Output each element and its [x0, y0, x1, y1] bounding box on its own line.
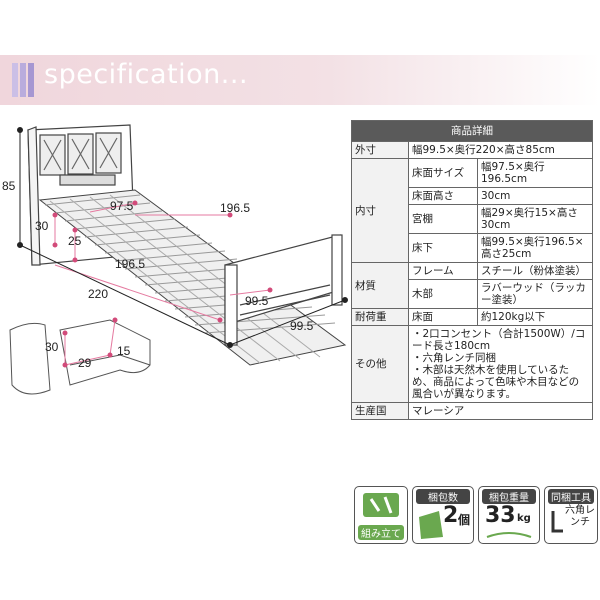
tools-value: 六角レンチ — [565, 505, 595, 528]
shelf-29-label: 29 — [78, 356, 92, 370]
note-line: ・2口コンセント（合計1500W）/コード長さ180cm — [412, 328, 586, 352]
note-line: ・六角レンチ同梱 — [412, 352, 496, 364]
dim-99-5-total-label: 99.5 — [290, 319, 314, 333]
bed-diagram: 85 97.5 196.5 30 25 196.5 99.5 220 99.5 … — [0, 115, 350, 415]
dim-220-label: 220 — [88, 287, 108, 301]
shelf-dim-lines — [64, 319, 116, 366]
row-value: ラバーウッド（ラッカー塗装） — [477, 279, 593, 309]
packages-count: 2 — [443, 503, 459, 528]
footboard — [224, 234, 343, 346]
row-category: 外寸 — [351, 141, 409, 159]
box-icon — [419, 511, 443, 539]
info-icons: 組み立て 梱包数 2 個 梱包重量 33 kg 同梱工具 六角レンチ — [354, 486, 598, 544]
row-label: 木部 — [408, 279, 478, 309]
shelf-30-label: 30 — [45, 340, 59, 354]
header-bar-1 — [12, 63, 18, 97]
row-value: 約120kg以下 — [477, 308, 593, 326]
row-category: 材質 — [351, 262, 409, 309]
tools-box: 同梱工具 六角レンチ — [544, 486, 598, 544]
row-value: 30cm — [477, 187, 593, 205]
hex-wrench-icon — [551, 511, 563, 533]
bed-platform — [38, 189, 347, 366]
shelf-detail — [9, 319, 151, 395]
table-row: 耐荷重 床面 約120kg以下 — [351, 308, 593, 326]
spec-table: 商品詳細 外寸 幅99.5×奥行220×高さ85cm 内寸 床面サイズ 幅97.… — [351, 120, 593, 420]
table-row: 宮棚 幅29×奥行15×高さ30cm — [352, 204, 593, 234]
shelf-15-label: 15 — [117, 344, 131, 358]
table-row: 床面高さ 30cm — [352, 187, 593, 205]
scale-icon — [486, 532, 532, 538]
weight-box: 梱包重量 33 kg — [478, 486, 540, 544]
tools-title: 同梱工具 — [548, 489, 594, 504]
packages-box: 梱包数 2 個 — [412, 486, 474, 544]
dim-97-5-label: 97.5 — [110, 199, 134, 213]
row-notes: ・2口コンセント（合計1500W）/コード長さ180cm ・六角レンチ同梱 ・木… — [408, 325, 593, 403]
bed-diagram-svg: 85 97.5 196.5 30 25 196.5 99.5 220 99.5 … — [2, 124, 348, 395]
header-bar-2 — [20, 63, 26, 97]
header-title: specification... — [44, 59, 249, 90]
row-label: 床下 — [408, 233, 478, 263]
row-category: 生産国 — [351, 402, 409, 420]
dim-25-label: 25 — [68, 234, 82, 248]
row-label: 床面 — [408, 308, 478, 326]
dim-85-label: 85 — [2, 179, 16, 193]
row-category: 内寸 — [351, 158, 409, 263]
dimension-lines — [54, 202, 271, 321]
row-value: 幅29×奥行15×高さ30cm — [477, 204, 593, 234]
table-row: 生産国 マレーシア — [351, 402, 593, 420]
spec-header: specification... — [0, 55, 600, 105]
weight-value: 33 — [485, 503, 516, 528]
tools-icon — [363, 493, 399, 517]
row-value: 幅99.5×奥行196.5×高さ25cm — [477, 233, 593, 263]
packages-title: 梱包数 — [416, 489, 470, 504]
note-line: ・木部は天然木を使用しているため、商品によって色味や木目などの風合いが異なります… — [412, 364, 580, 400]
assembly-label: 組み立て — [358, 525, 404, 540]
outer-dims — [17, 127, 348, 348]
row-category: その他 — [351, 325, 409, 403]
row-value: 幅99.5×奥行220×高さ85cm — [408, 141, 593, 159]
dim-markers — [52, 200, 273, 323]
row-value: スチール（粉体塗装） — [477, 262, 593, 280]
table-row: 外寸 幅99.5×奥行220×高さ85cm — [351, 141, 593, 159]
assembly-box: 組み立て — [354, 486, 408, 544]
dim-196-5-top-label: 196.5 — [220, 201, 250, 215]
row-label: 宮棚 — [408, 204, 478, 234]
dim-99-5-side-label: 99.5 — [245, 294, 269, 308]
dim-196-5-side-label: 196.5 — [115, 257, 145, 271]
dim-30-label: 30 — [35, 219, 49, 233]
weight-unit: kg — [517, 513, 531, 524]
table-row: 材質 フレーム スチール（粉体塗装） — [351, 262, 593, 309]
row-category: 耐荷重 — [351, 308, 409, 326]
table-row: 床下 幅99.5×奥行196.5×高さ25cm — [352, 233, 593, 263]
row-label: 床面サイズ — [408, 158, 478, 188]
row-label: 床面高さ — [408, 187, 478, 205]
row-label: フレーム — [408, 262, 478, 280]
shelf-markers — [62, 317, 118, 368]
spec-table-heading: 商品詳細 — [351, 120, 593, 142]
header-bar-3 — [28, 63, 34, 97]
row-value: 幅97.5×奥行196.5cm — [477, 158, 593, 188]
table-row: その他 ・2口コンセント（合計1500W）/コード長さ180cm ・六角レンチ同… — [351, 325, 593, 403]
packages-unit: 個 — [458, 513, 471, 527]
table-row: 木部 ラバーウッド（ラッカー塗装） — [352, 279, 593, 309]
weight-title: 梱包重量 — [482, 489, 536, 504]
row-value: マレーシア — [408, 402, 593, 420]
table-row: 内寸 床面サイズ 幅97.5×奥行196.5cm — [351, 158, 593, 263]
